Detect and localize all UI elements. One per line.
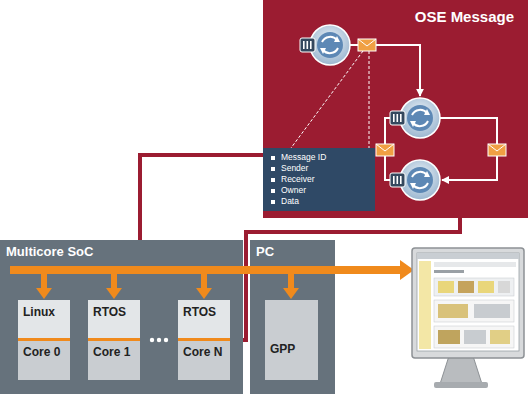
bullet-square xyxy=(271,178,275,182)
core-label: Core 0 xyxy=(18,338,70,380)
gpp-box: GPP xyxy=(265,300,318,380)
bullet-square xyxy=(271,156,275,160)
core-box: LinuxCore 0 xyxy=(18,300,70,380)
field-item: Sender xyxy=(271,163,369,174)
field-item: Receiver xyxy=(271,174,369,185)
core-box: RTOSCore N xyxy=(178,300,230,380)
os-label: RTOS xyxy=(88,300,140,338)
field-item: Message ID xyxy=(271,152,369,163)
field-item: Data xyxy=(271,196,369,207)
os-label: Linux xyxy=(18,300,70,338)
bus-bar xyxy=(10,266,402,274)
panel-title: Multicore SoC xyxy=(6,244,93,259)
panel-title: PC xyxy=(256,244,274,259)
soc-panel: Multicore SoCLinuxCore 0RTOSCore 1RTOSCo… xyxy=(0,240,243,394)
core-label: Core 1 xyxy=(88,338,140,380)
bullet-square xyxy=(271,200,275,204)
panel-title: OSE Message xyxy=(415,8,514,25)
message-panel: OSE MessageMessage IDSenderReceiverOwner… xyxy=(263,0,528,218)
os-label: GPP xyxy=(265,300,318,380)
os-label: RTOS xyxy=(178,300,230,338)
bullet-square xyxy=(271,167,275,171)
ellipsis-dots xyxy=(150,338,168,342)
bus-drops xyxy=(36,273,299,299)
bullet-square xyxy=(271,189,275,193)
monitor-illustration xyxy=(412,248,524,388)
field-item: Owner xyxy=(271,185,369,196)
bus-arrowhead xyxy=(400,260,414,280)
core-box: RTOSCore 1 xyxy=(88,300,140,380)
core-label: Core N xyxy=(178,338,230,380)
message-fields-box: Message IDSenderReceiverOwnerData xyxy=(263,148,375,211)
pc-panel: PC GPP xyxy=(250,240,335,394)
message-route xyxy=(140,155,263,240)
